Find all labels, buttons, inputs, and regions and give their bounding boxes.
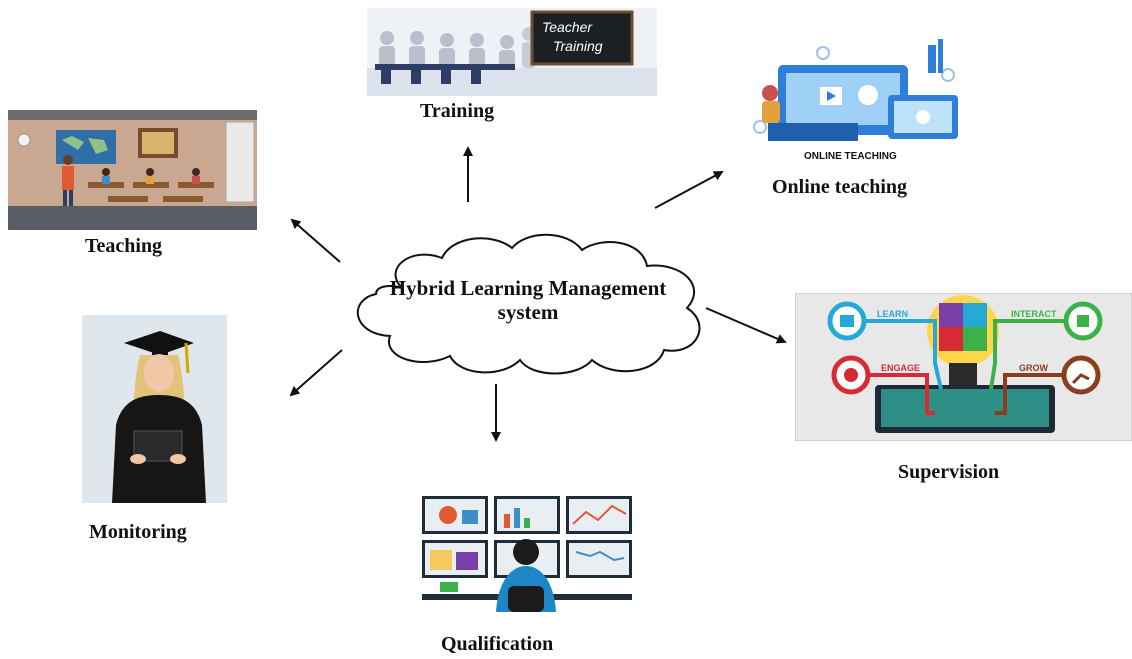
- teacher-figure: [62, 155, 74, 206]
- interact-tag: INTERACT: [1011, 309, 1057, 319]
- cloud-shape: [356, 233, 701, 375]
- monitoring-image: [82, 315, 227, 503]
- arrow-to-monitoring: [289, 349, 343, 397]
- supervision-image: LEARN INTERACT ENGAGE GROW: [795, 293, 1132, 441]
- student-desks: [88, 168, 214, 202]
- interact-badge: INTERACT: [989, 301, 1103, 390]
- teaching-label: Teaching: [85, 235, 163, 257]
- student-figures: [379, 31, 515, 66]
- online-teaching-label: Online teaching: [772, 176, 908, 198]
- training-label: Training: [420, 100, 495, 122]
- learn-tag: LEARN: [877, 309, 908, 319]
- engage-tag: ENGAGE: [881, 363, 920, 373]
- operator-figure: [496, 539, 556, 612]
- online-teaching-image: ONLINE TEACHING: [738, 35, 968, 165]
- qualification-label: Qualification: [441, 633, 554, 655]
- arrow-to-online-teaching: [654, 171, 724, 209]
- grow-badge: GROW: [995, 355, 1101, 415]
- chalkboard: Teacher Training: [530, 10, 634, 66]
- engage-badge: ENGAGE: [831, 355, 935, 415]
- center-title-line2: system: [497, 300, 559, 324]
- center-title-line1: Hybrid Learning Management: [389, 276, 667, 300]
- supervision-label: Supervision: [898, 461, 1000, 483]
- lightbulb-shape: [927, 295, 999, 385]
- center-cloud: Hybrid Learning Management system: [342, 228, 714, 378]
- board-text-line1: Teacher: [542, 19, 593, 35]
- online-teaching-caption: ONLINE TEACHING: [804, 151, 897, 162]
- monitoring-label: Monitoring: [89, 521, 187, 543]
- arrow-to-supervision: [705, 307, 787, 344]
- graduate-figure: [112, 331, 206, 503]
- arrow-to-teaching: [290, 218, 341, 263]
- board-text-line2: Training: [553, 38, 603, 54]
- training-image: Teacher Training: [367, 8, 657, 96]
- teaching-image: [8, 110, 257, 230]
- grow-tag: GROW: [1019, 363, 1049, 373]
- learn-badge: LEARN: [827, 301, 943, 390]
- qualification-image: [418, 490, 634, 612]
